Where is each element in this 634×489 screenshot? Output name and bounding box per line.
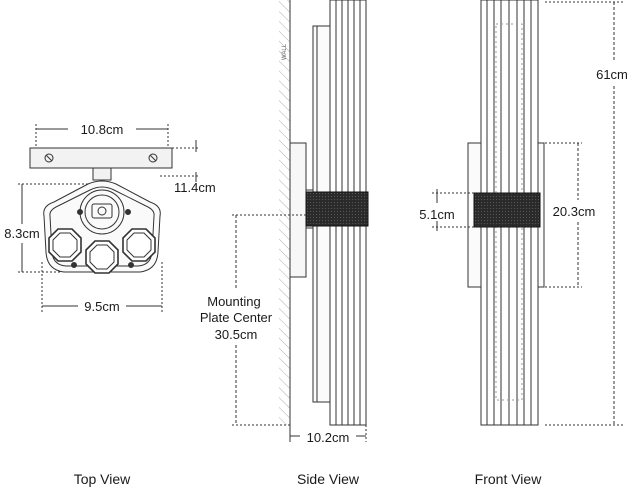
total-height-dimension	[545, 1, 624, 426]
band-height-dimension	[432, 189, 474, 231]
projection-label: 11.4cm	[174, 180, 216, 195]
tube-right	[122, 228, 156, 262]
mounting-label-line2: Plate Center	[200, 310, 273, 325]
side-view: WALL	[232, 0, 369, 442]
total-height-label: 61cm	[596, 67, 628, 82]
backplate-height-dimension	[545, 142, 582, 288]
bottom-width-label: 9.5cm	[84, 299, 119, 314]
front-view	[432, 0, 624, 426]
top-width-dimension	[35, 124, 169, 146]
side-view-caption: Side View	[297, 471, 360, 487]
mounting-dimension	[232, 214, 312, 426]
tube-center	[85, 240, 119, 274]
plate-screw-right	[148, 153, 158, 163]
depth-dimension	[289, 425, 367, 442]
top-view-caption: Top View	[74, 471, 131, 487]
height-dimension	[18, 183, 90, 273]
housing-screw-top-left	[77, 209, 83, 215]
housing-screw-top-right	[125, 209, 131, 215]
mounting-label-line3: 30.5cm	[215, 327, 258, 342]
plate-screw-left	[44, 153, 54, 163]
mounting-label-line1: Mounting	[207, 294, 260, 309]
tube-left	[48, 228, 82, 262]
mounting-plate	[29, 147, 173, 169]
side-backplate	[289, 142, 307, 278]
front-mesh-band	[473, 192, 541, 228]
projection-dimension	[160, 140, 200, 182]
side-mesh-band	[305, 191, 369, 227]
depth-label: 10.2cm	[307, 430, 350, 445]
band-height-label: 5.1cm	[419, 207, 454, 222]
bottom-width-dimension	[41, 262, 163, 312]
front-view-caption: Front View	[475, 471, 543, 487]
wall-hatch	[279, 0, 290, 425]
top-width-label: 10.8cm	[81, 122, 124, 137]
height-label: 8.3cm	[4, 226, 39, 241]
housing-screw-bottom-left	[71, 262, 77, 268]
top-view: 10.8cm 11.4cm	[4, 122, 215, 314]
mount-stem	[92, 167, 112, 181]
housing-screw-bottom-right	[128, 262, 134, 268]
backplate-height-label: 20.3cm	[553, 204, 596, 219]
wall-label: WALL	[282, 43, 288, 60]
